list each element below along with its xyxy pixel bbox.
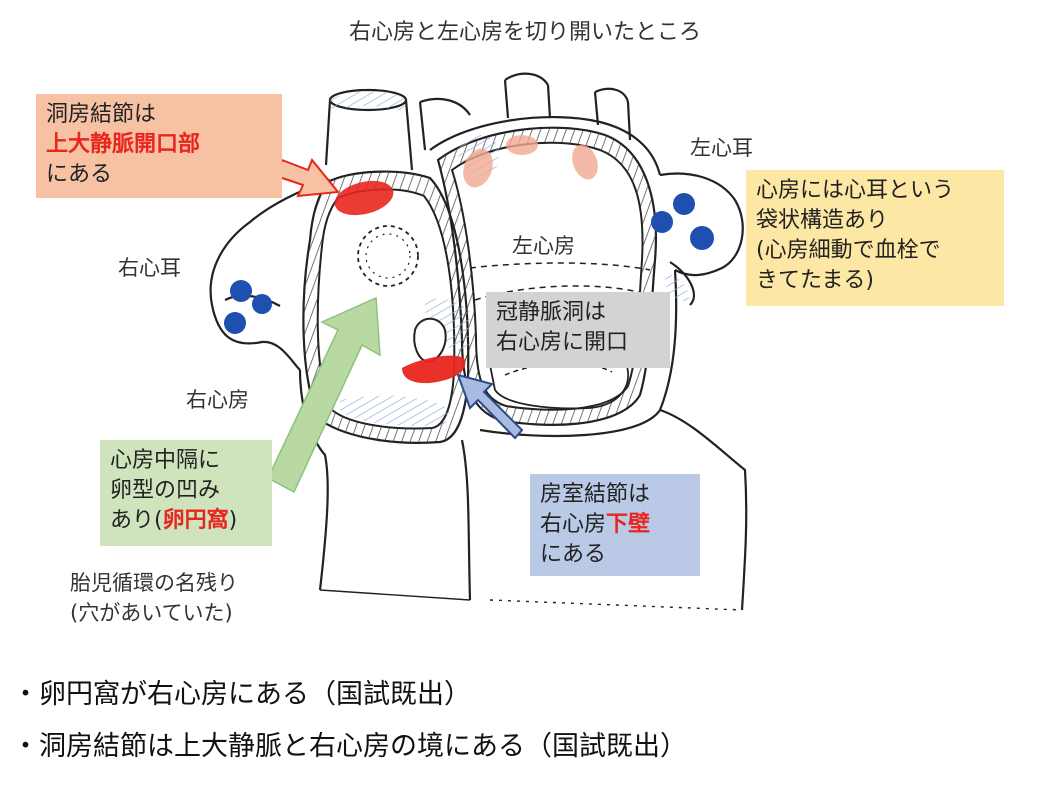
fossa-ovalis-mark [357,225,419,287]
label-left-atrium: 左心房 [512,234,575,258]
fetal-circulation-note: 胎児循環の名残り (穴があいていた) [70,568,238,628]
callout-fossa-line1: 心房中隔に [110,448,221,473]
fetal-note-line2: (穴があいていた) [70,601,233,625]
pulmonary-vein-openings [463,135,598,188]
right-auricle-dots [224,280,272,334]
callout-sa-node-line3: にある [46,162,113,187]
callout-coronary-sinus-line1: 冠静脈洞は [496,300,607,325]
coronary-sinus-opening [413,317,447,364]
callout-av-node-line2: 右心房下壁 [540,510,690,540]
sa-node-mark [334,180,394,216]
diagram-title: 右心房と左心房を切り開いたところ [348,20,701,45]
fetal-note-line1: 胎児循環の名残り [70,571,238,595]
callout-auricle-line3: (心房細動で血栓で [756,238,941,263]
callout-av-node: 房室結節は 右心房下壁 にある [530,474,700,576]
callout-fossa-line2: 卵型の凹み [110,478,221,503]
callout-fossa-line3-suffix: ) [228,508,238,533]
arrow-sa-node [274,158,340,198]
callout-auricle-line4: きてたまる) [756,268,874,293]
callout-fossa-line3-prefix: あり( [110,508,163,533]
callout-fossa-ovalis: 心房中隔に 卵型の凹み あり(卵円窩) [100,440,272,546]
callout-auricle: 心房には心耳という 袋状構造あり (心房細動で血栓で きてたまる) [746,170,1004,306]
bullet-point-1: ・卵円窩が右心房にある（国試既出） [12,679,471,710]
left-auricle-dots [651,193,714,250]
callout-av-node-line3: にある [540,542,607,567]
callout-auricle-line1: 心房には心耳という [756,178,955,203]
callout-coronary-sinus-line2: 右心房に開口 [496,330,629,355]
label-left-auricle: 左心耳 [690,136,753,160]
callout-sa-node: 洞房結節は 上大静脈開口部 にある [36,94,282,198]
callout-sa-node-line2: 上大静脈開口部 [46,132,201,157]
callout-av-node-line2-prefix: 右心房 [540,512,607,537]
label-right-atrium: 右心房 [186,388,249,412]
callout-sa-node-line1: 洞房結節は [46,102,157,127]
label-right-auricle: 右心耳 [118,256,181,280]
callout-av-node-line1: 房室結節は [540,482,651,507]
av-node-mark [402,355,466,384]
callout-fossa-line3: あり(卵円窩) [110,506,262,536]
callout-fossa-line3-highlight: 卵円窩 [162,508,229,533]
arrow-av-node [456,373,524,440]
callout-av-node-line2-highlight: 下壁 [606,512,651,537]
callout-auricle-line2: 袋状構造あり [756,208,889,233]
callout-coronary-sinus: 冠静脈洞は 右心房に開口 [486,292,670,368]
bullet-point-2: ・洞房結節は上大静脈と右心房の境にある（国試既出） [12,731,687,762]
arrow-fossa-ovalis [267,296,381,494]
